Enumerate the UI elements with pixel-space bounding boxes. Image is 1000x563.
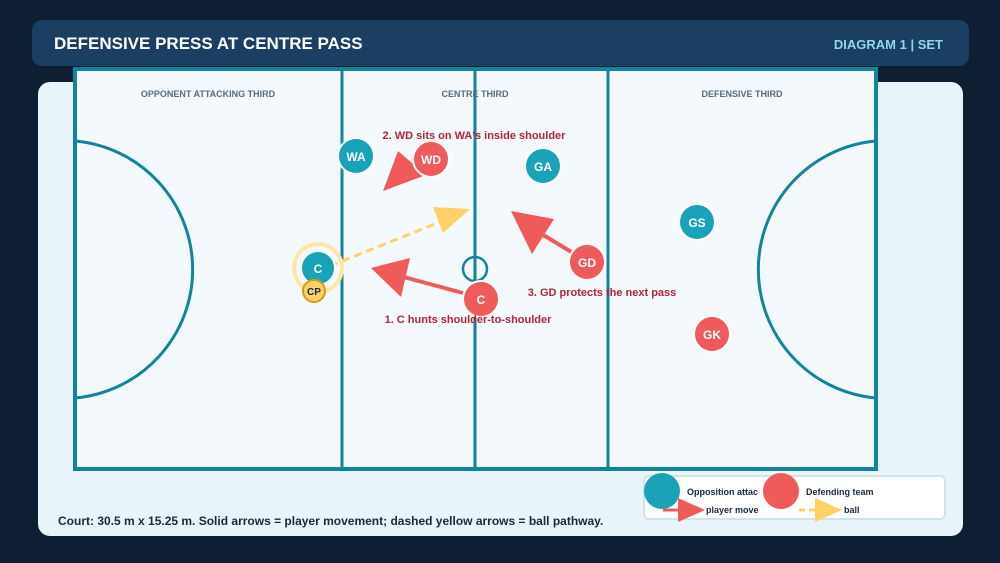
player-gk-token (693, 315, 731, 353)
diagram-tag: DIAGRAM 1 | SET (833, 37, 943, 52)
player-gs-token (678, 203, 716, 241)
player-ga-label: GA (534, 160, 552, 174)
ball-cp-label: CP (307, 287, 321, 298)
c-move-arrowhead (371, 258, 410, 297)
zone-label-right: DEFENSIVE THIRD (701, 89, 783, 99)
gd-move-arrowhead (511, 211, 554, 254)
ball-cp-token (302, 279, 326, 303)
player-ga-token (524, 147, 562, 185)
annotation-c: 1. C hunts shoulder-to-shoulder (385, 314, 553, 326)
ball-pathway-line (329, 218, 446, 268)
gd-move-line (538, 231, 575, 255)
ball-pathway-arrowhead (433, 207, 470, 233)
annotation-gd: 3. GD protects the next pass (528, 287, 677, 299)
player-gd-token (568, 243, 606, 281)
goal-circle-left (74, 139, 195, 400)
zone-label-centre: CENTRE THIRD (442, 89, 509, 99)
legend-box (643, 475, 946, 520)
player-wd-label: WD (421, 153, 441, 167)
zone-label-left: OPPONENT ATTACKING THIRD (141, 89, 276, 99)
player-gs-label: GS (688, 216, 705, 230)
player-c-defend-token (462, 280, 500, 318)
player-wa-token (337, 137, 375, 175)
court-footnote: Court: 30.5 m x 15.25 m. Solid arrows = … (58, 514, 604, 528)
player-wd-token (412, 140, 450, 178)
goal-circle-right (756, 139, 877, 400)
annotation-wd: 2. WD sits on WA's inside shoulder (383, 130, 567, 142)
wd-move-arrowhead (383, 151, 426, 191)
player-wa-label: WA (346, 150, 366, 164)
player-gd-label: GD (578, 256, 596, 270)
player-c-defend-label: C (477, 293, 486, 307)
player-gk-label: GK (703, 328, 721, 342)
diagram-title: DEFENSIVE PRESS AT CENTRE PASS (54, 34, 363, 53)
c-move-line (399, 274, 464, 295)
player-c-attack-label: C (314, 262, 323, 276)
header-bar: DEFENSIVE PRESS AT CENTRE PASS DIAGRAM 1… (32, 20, 969, 66)
